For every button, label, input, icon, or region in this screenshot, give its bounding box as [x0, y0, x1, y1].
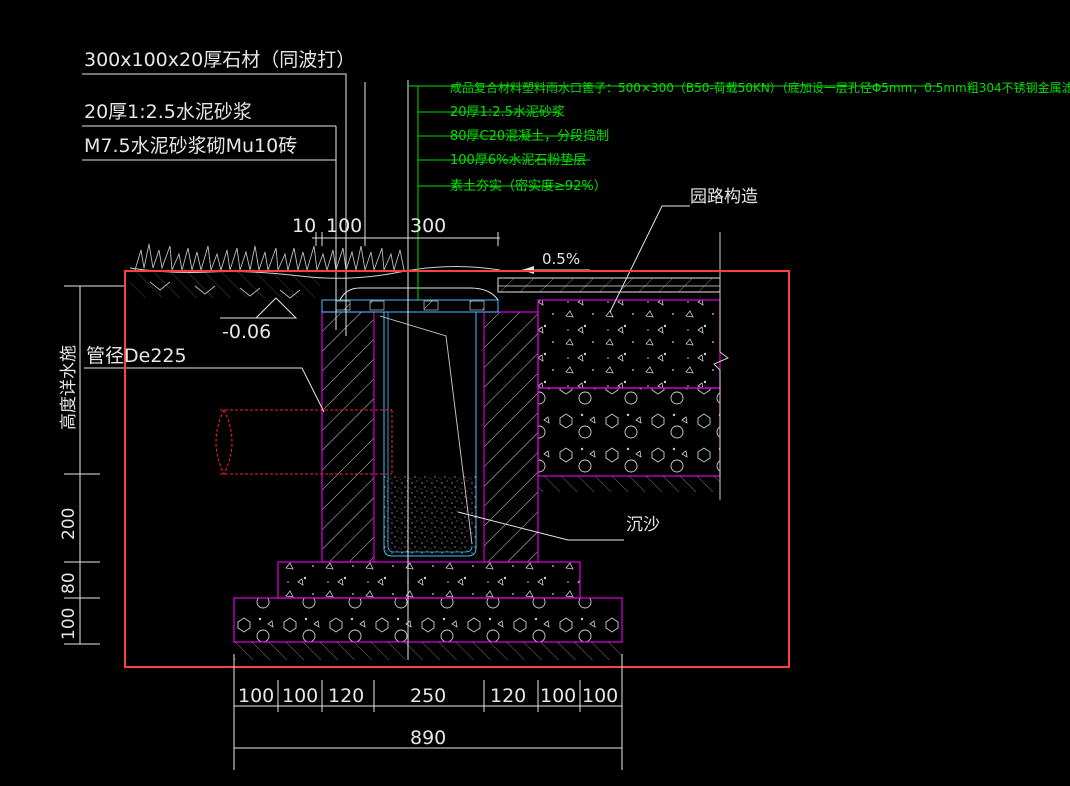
brick-walls — [321, 311, 539, 563]
road-paving — [497, 232, 729, 500]
dim-bottom-5: 120 — [490, 685, 526, 707]
label-elevation: -0.06 — [222, 321, 271, 343]
label-compacted-soil: 素土夯实（密实度≥92%） — [450, 178, 607, 194]
label-stone-powder-cushion: 100厚6%水泥石粉垫层 — [450, 152, 586, 168]
elevation-mark — [220, 297, 298, 319]
label-road-structure: 园路构造 — [690, 187, 758, 207]
dim-top-300: 300 — [410, 215, 446, 237]
dim-bottom-6: 100 — [540, 685, 576, 707]
dim-total-width: 890 — [410, 727, 446, 749]
dimension-lines — [64, 232, 623, 770]
leader-lines — [82, 73, 690, 541]
dim-bottom-4: 250 — [410, 685, 446, 707]
dim-bottom-1: 100 — [238, 685, 274, 707]
label-slope: 0.5% — [542, 250, 580, 268]
foundation-layers — [233, 561, 623, 660]
inlet-chamber — [373, 311, 485, 563]
dim-left-height: 高度详水施 — [59, 345, 79, 430]
dim-bottom-7: 100 — [582, 685, 618, 707]
label-cement-mortar-20: 20厚1:2.5水泥砂浆 — [450, 105, 565, 120]
label-concrete-c20: 80厚C20混凝土，分段捣制 — [450, 128, 609, 144]
grate-cover — [321, 287, 499, 313]
grass-ground-area — [129, 243, 501, 299]
label-brick-wall: M7.5水泥砂浆砌Mu10砖 — [84, 135, 297, 157]
label-stone-material: 300x100x20厚石材（同波打） — [84, 49, 355, 71]
highlight-box — [124, 270, 790, 668]
dim-left-200: 200 — [59, 508, 79, 540]
dim-left-100: 100 — [59, 608, 79, 640]
label-sediment: 沉沙 — [626, 515, 660, 535]
dim-top-10: 10 — [292, 215, 316, 237]
green-leader-lines — [408, 85, 940, 300]
dim-bottom-3: 120 — [328, 685, 364, 707]
dim-bottom-2: 100 — [282, 685, 318, 707]
dim-left-80: 80 — [59, 572, 79, 594]
label-cement-mortar: 20厚1:2.5水泥砂浆 — [84, 101, 252, 123]
label-pipe-diameter: 管径De225 — [86, 345, 187, 367]
dim-top-100: 100 — [326, 215, 362, 237]
label-grate-spec: 成品复合材料塑料雨水口篦子：500×300（B50-荷载50KN）（底加设一层孔… — [450, 80, 1070, 95]
pipe-de225 — [215, 409, 393, 476]
